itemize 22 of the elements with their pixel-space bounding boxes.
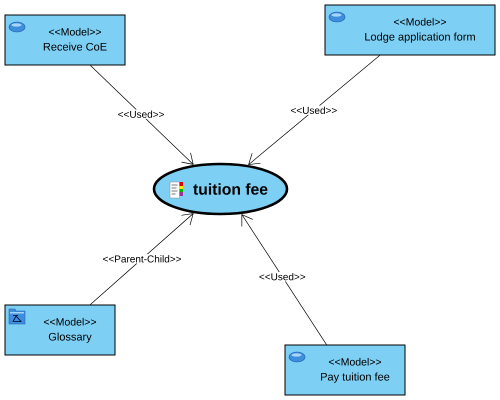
stereotype-label: <<Model>> <box>328 358 382 366</box>
arrow <box>90 213 194 305</box>
model-box <box>324 4 496 56</box>
edge-label: <<Used>> <box>116 110 166 119</box>
edge-label: <<Used>> <box>258 272 307 282</box>
arrow <box>90 65 194 165</box>
edge-label: <<Used>> <box>290 106 338 115</box>
element-name: Pay tuition fee <box>321 372 390 383</box>
arrow <box>241 214 327 345</box>
element-name: Lodge application form <box>365 32 475 43</box>
element-name: Receive CoE <box>44 42 107 51</box>
use-case-ellipse <box>152 162 288 216</box>
use-case-name: tuition fee <box>193 183 268 195</box>
element-name: Glossary <box>48 332 92 343</box>
edge-label: <<Parent-Child>> <box>102 254 182 264</box>
stereotype-label: <<Model>> <box>394 18 446 26</box>
model-box <box>4 304 116 356</box>
stereotype-label: <<Model>> <box>48 28 102 36</box>
arrow <box>248 55 380 165</box>
model-box <box>4 14 126 66</box>
stereotype-label: <<Model>> <box>44 318 96 326</box>
model-box <box>284 344 406 396</box>
